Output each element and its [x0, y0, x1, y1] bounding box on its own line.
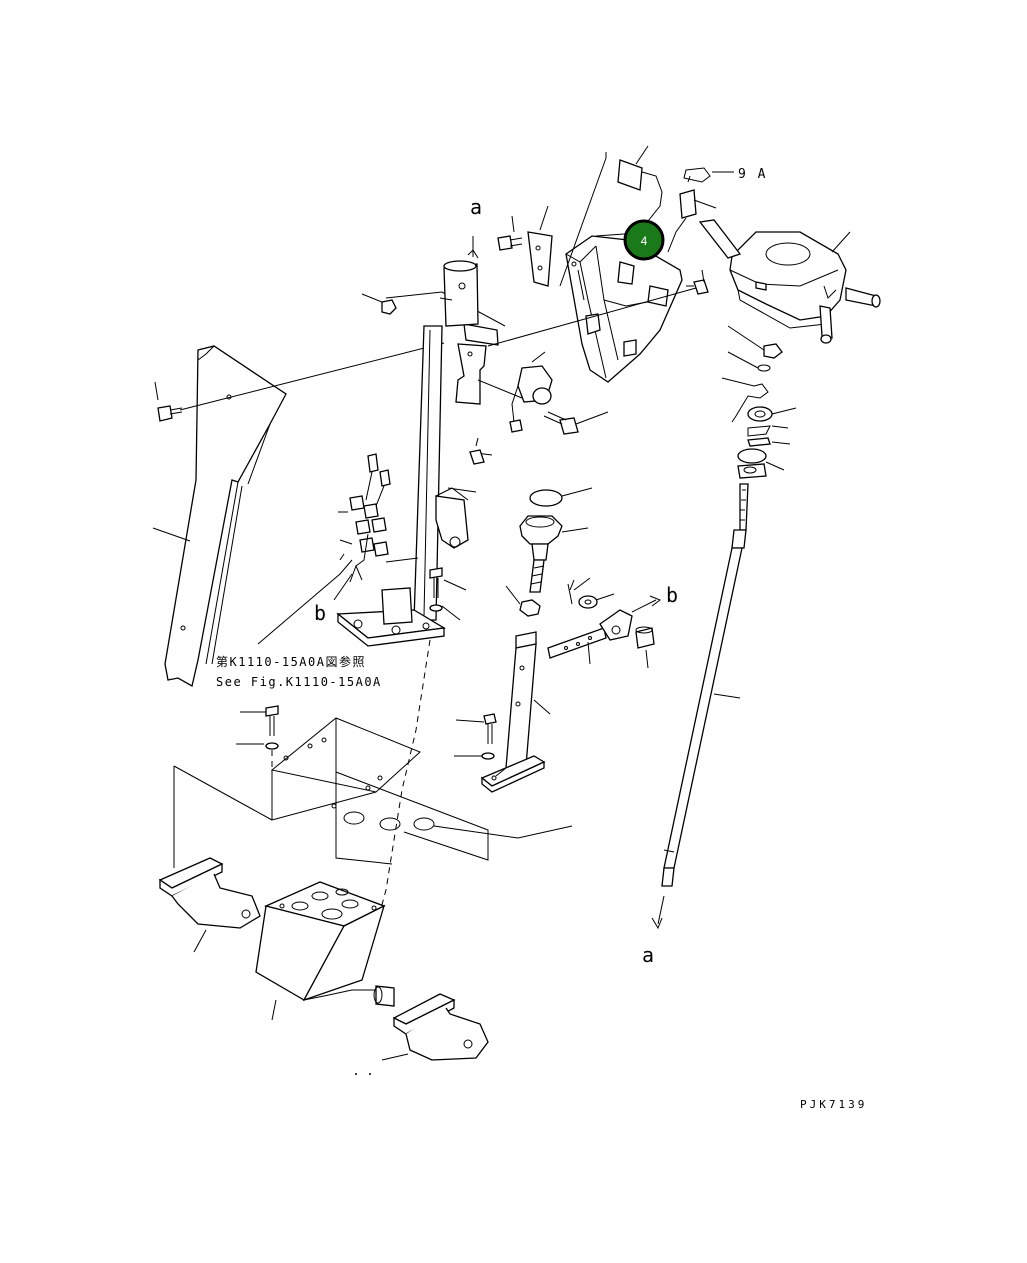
screw: [543, 411, 579, 435]
bracket-left: [158, 857, 261, 929]
connector-2: [667, 175, 717, 253]
nut-stack: [721, 325, 797, 479]
bolt-5: [481, 713, 497, 760]
part-9a-label: 9 A: [738, 167, 767, 182]
grommet: [529, 489, 563, 507]
column-cover: [164, 345, 287, 687]
lock-rod: [547, 609, 633, 659]
ref-b-right: b: [666, 583, 678, 607]
switch-bracket: [477, 365, 553, 433]
cotter-pin: [567, 579, 575, 605]
nut: [381, 299, 397, 315]
bolt-2: [497, 215, 523, 251]
washer: [578, 595, 598, 609]
clip-9a: [683, 167, 734, 183]
bushing: [635, 626, 655, 649]
floor-plate: [173, 717, 489, 868]
ref-a-bottom: a: [642, 943, 654, 967]
combination-switch: [698, 219, 881, 344]
bolt-6: [265, 705, 279, 770]
highlight-callout-4[interactable]: 4: [623, 219, 665, 261]
bolt-3: [686, 269, 709, 295]
ref-b-left: b: [314, 601, 326, 625]
highlight-label: 4: [641, 234, 648, 248]
connector: [595, 145, 663, 237]
ref-a-top: a: [470, 195, 482, 219]
hex-nut: [519, 599, 541, 617]
lock-knob: [519, 515, 563, 593]
lock-post: [480, 631, 546, 793]
upper-column-housing: [565, 235, 683, 383]
bolt-4: [429, 567, 443, 612]
steering-shaft: [661, 483, 749, 887]
cover-bolt: [157, 405, 183, 422]
bracket-plate: [527, 205, 553, 287]
pedestal-block: [255, 881, 389, 1002]
drawing-code: PJK7139: [800, 1098, 867, 1111]
note-en: See Fig.K1110-15A0A: [216, 675, 382, 689]
bolt: [469, 437, 485, 465]
wiring-harness: [349, 453, 391, 567]
pivot-pin: [373, 985, 395, 1007]
steering-column-post: [336, 236, 506, 647]
bracket-right: [392, 993, 489, 1061]
note-jp: 第K1110-15A0A図参照: [216, 654, 366, 669]
